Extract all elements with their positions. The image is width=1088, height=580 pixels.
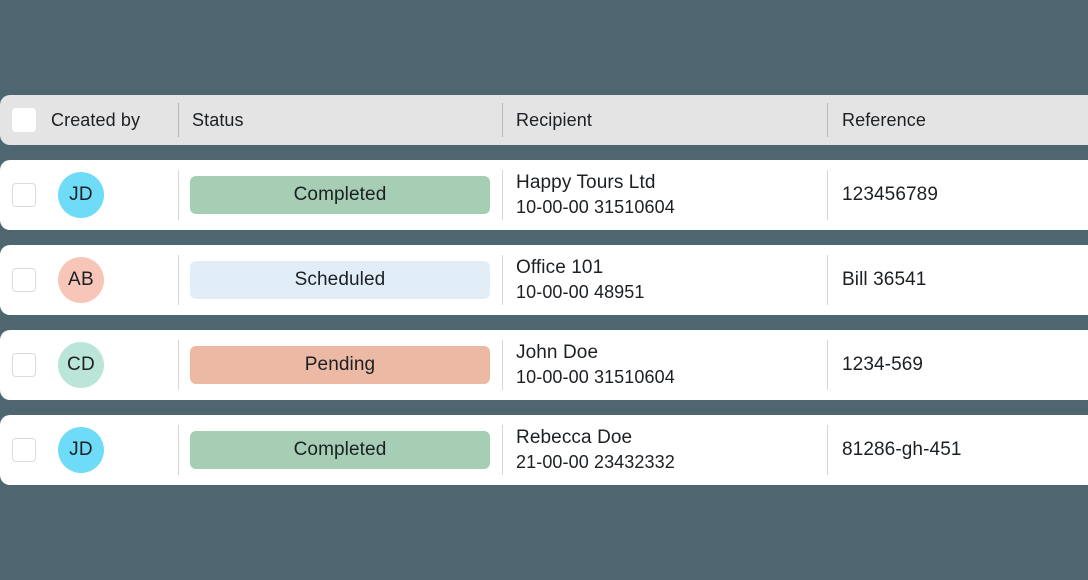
row-divider-3 — [827, 255, 828, 305]
row-divider-2 — [502, 340, 503, 390]
cell-recipient: Rebecca Doe 21-00-00 23432332 — [502, 426, 827, 474]
status-badge-label: Completed — [293, 439, 387, 460]
select-all-checkbox-cell[interactable] — [0, 108, 48, 132]
table-row[interactable]: AB Scheduled Office 101 10-00-00 48951 Bill … — [0, 245, 1088, 315]
row-divider-2 — [502, 255, 503, 305]
row-divider-2 — [502, 425, 503, 475]
column-header-created-by[interactable]: Created by — [51, 109, 141, 130]
select-all-checkbox[interactable] — [12, 108, 36, 132]
avatar: AB — [58, 257, 104, 303]
row-select-checkbox[interactable] — [12, 353, 36, 377]
row-select-checkbox[interactable] — [12, 268, 36, 292]
header-divider-3 — [827, 103, 828, 137]
status-badge[interactable]: Completed — [190, 431, 490, 469]
table-header-row: Created by Status Recipient Reference — [0, 95, 1088, 145]
reference-value: Bill 36541 — [842, 269, 927, 290]
cell-created-by: CD — [48, 342, 178, 388]
row-gap — [0, 400, 1088, 415]
row-divider-3 — [827, 425, 828, 475]
cell-recipient: John Doe 10-00-00 31510604 — [502, 341, 827, 389]
status-badge-label: Completed — [293, 184, 387, 205]
row-checkbox-cell[interactable] — [0, 268, 48, 292]
table-row[interactable]: CD Pending John Doe 10-00-00 31510604 1234-5… — [0, 330, 1088, 400]
cell-reference: 123456789 — [827, 184, 1088, 206]
recipient-name: John Doe — [516, 341, 599, 363]
table-body: JD Completed Happy Tours Ltd 10-00-00 31510… — [0, 145, 1088, 485]
recipient-name: Happy Tours Ltd — [516, 171, 656, 193]
avatar-initials: AB — [68, 269, 94, 290]
status-badge-label: Pending — [304, 354, 376, 375]
cell-reference: Bill 36541 — [827, 269, 1088, 291]
row-divider-1 — [178, 255, 179, 305]
avatar: JD — [58, 172, 104, 218]
recipient-account: 21-00-00 23432332 — [516, 451, 675, 472]
row-gap — [0, 315, 1088, 330]
recipient-name: Rebecca Doe — [516, 426, 633, 448]
row-divider-3 — [827, 340, 828, 390]
row-select-checkbox[interactable] — [12, 438, 36, 462]
row-divider-1 — [178, 425, 179, 475]
cell-reference: 1234-569 — [827, 354, 1088, 376]
row-checkbox-cell[interactable] — [0, 438, 48, 462]
row-divider-3 — [827, 170, 828, 220]
row-divider-1 — [178, 170, 179, 220]
status-badge[interactable]: Pending — [190, 346, 490, 384]
table-row[interactable]: JD Completed Happy Tours Ltd 10-00-00 31510… — [0, 160, 1088, 230]
recipient-account: 10-00-00 31510604 — [516, 196, 675, 217]
reference-value: 1234-569 — [842, 354, 924, 375]
row-divider-1 — [178, 340, 179, 390]
row-gap — [0, 145, 1088, 160]
cell-created-by: AB — [48, 257, 178, 303]
row-checkbox-cell[interactable] — [0, 183, 48, 207]
column-header-reference[interactable]: Reference — [842, 109, 926, 130]
header-divider-1 — [178, 103, 179, 137]
avatar-initials: CD — [66, 354, 96, 375]
recipient-name: Office 101 — [516, 256, 604, 278]
row-gap — [0, 230, 1088, 245]
payments-table: Created by Status Recipient Reference JD… — [0, 95, 1088, 485]
column-header-recipient[interactable]: Recipient — [516, 109, 592, 130]
row-divider-2 — [502, 170, 503, 220]
status-badge-label: Scheduled — [294, 269, 386, 290]
avatar: JD — [58, 427, 104, 473]
cell-recipient: Office 101 10-00-00 48951 — [502, 256, 827, 304]
reference-value: 81286-gh-451 — [842, 439, 962, 460]
cell-status: Pending — [178, 346, 502, 384]
cell-status: Scheduled — [178, 261, 502, 299]
table-row[interactable]: JD Completed Rebecca Doe 21-00-00 23432332 8… — [0, 415, 1088, 485]
avatar-initials: JD — [69, 184, 93, 205]
status-badge[interactable]: Completed — [190, 176, 490, 214]
avatar: CD — [58, 342, 104, 388]
status-badge[interactable]: Scheduled — [190, 261, 490, 299]
row-select-checkbox[interactable] — [12, 183, 36, 207]
header-divider-2 — [502, 103, 503, 137]
recipient-account: 10-00-00 48951 — [516, 281, 645, 302]
cell-status: Completed — [178, 431, 502, 469]
row-checkbox-cell[interactable] — [0, 353, 48, 377]
avatar-initials: JD — [69, 439, 93, 460]
cell-reference: 81286-gh-451 — [827, 439, 1088, 461]
recipient-account: 10-00-00 31510604 — [516, 366, 675, 387]
cell-recipient: Happy Tours Ltd 10-00-00 31510604 — [502, 171, 827, 219]
cell-status: Completed — [178, 176, 502, 214]
column-header-status[interactable]: Status — [192, 109, 244, 130]
cell-created-by: JD — [48, 172, 178, 218]
reference-value: 123456789 — [842, 184, 939, 205]
cell-created-by: JD — [48, 427, 178, 473]
